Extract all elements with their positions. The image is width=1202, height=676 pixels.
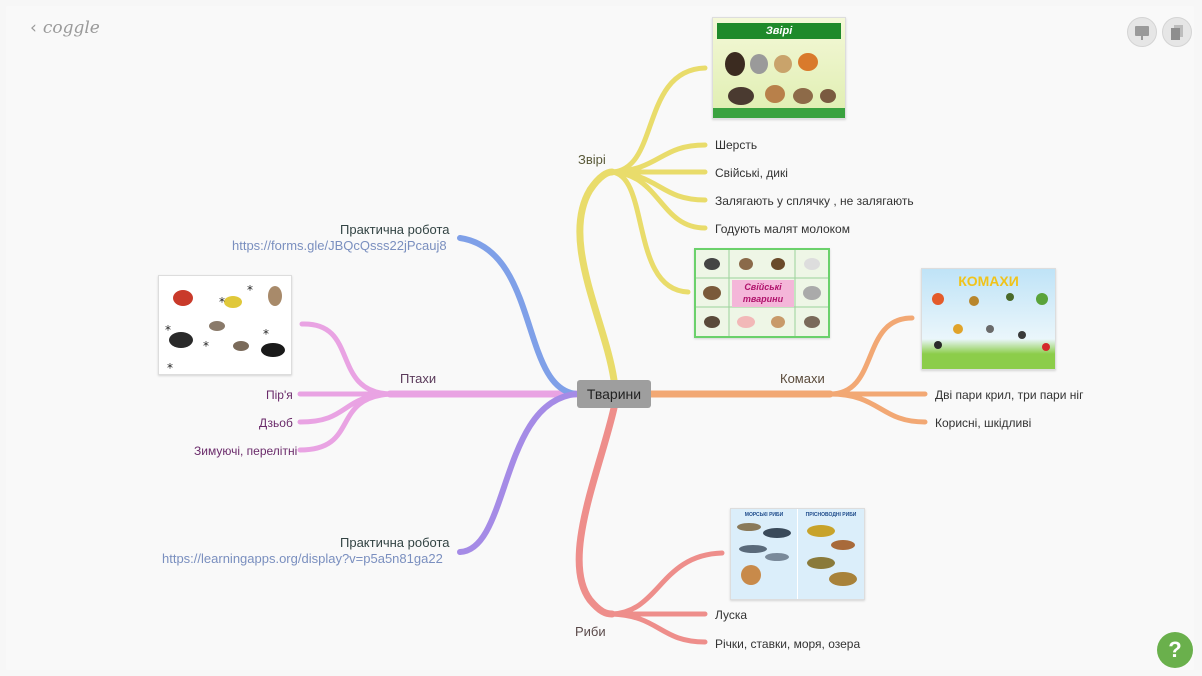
coggle-logo[interactable]: ‹coggle (30, 18, 100, 38)
svg-text:*: * (219, 295, 225, 309)
fish-image[interactable]: МОРСЬКІ РИБИ ПРІСНОВОДНІ РИБИ (730, 508, 865, 600)
practical2-title[interactable]: Практична робота (340, 535, 450, 550)
branch-ryby-lines (575, 404, 725, 645)
svg-text:*: * (247, 283, 253, 297)
zviri-item-2[interactable]: Свійські, дикі (715, 166, 788, 180)
ptakhy-item-1[interactable]: Пір'я (266, 388, 293, 402)
copy-icon (1171, 25, 1183, 40)
practical1-title[interactable]: Практична робота (340, 222, 450, 237)
copy-button[interactable] (1162, 17, 1192, 47)
svg-text:*: * (263, 327, 269, 341)
branch-practical1-line (457, 235, 580, 397)
branch-zviri-lines (576, 65, 708, 384)
freshwater-fish-title: ПРІСНОВОДНІ РИБИ (805, 512, 857, 518)
zviri-item-4[interactable]: Годують малят молоком (715, 222, 850, 236)
zviri-item-3[interactable]: Залягають у сплячку , не залягають (715, 194, 914, 208)
help-button[interactable]: ? (1157, 632, 1193, 668)
ryby-item-1[interactable]: Луска (715, 608, 748, 622)
svg-text:*: * (203, 339, 209, 353)
komakhy-item-1[interactable]: Дві пари крил, три пари ніг (935, 388, 1084, 402)
presentation-button[interactable] (1127, 17, 1157, 47)
branch-ptakhy-lines (297, 321, 581, 453)
domestic-animals-icon (696, 250, 828, 336)
central-node[interactable]: Тварини (577, 380, 651, 408)
presentation-icon (1135, 26, 1149, 40)
ptakhy-item-2[interactable]: Дзьоб (259, 416, 293, 430)
insects-icon (932, 293, 1050, 351)
insects-image-title: КОМАХИ (958, 273, 1019, 289)
ptakhy-item-3[interactable]: Зимуючі, перелітні (194, 444, 298, 458)
branch-komakhy-lines (647, 315, 928, 425)
fish-icon (737, 523, 857, 586)
practical1-link[interactable]: https://forms.gle/JBQcQsss22jPcauj8 (232, 238, 447, 253)
komakhy-item-2[interactable]: Корисні, шкідливі (935, 416, 1032, 430)
branch-ryby-label[interactable]: Риби (575, 624, 606, 639)
branch-ptakhy-label[interactable]: Птахи (400, 371, 437, 386)
svg-text:*: * (167, 361, 173, 374)
sea-fish-title: МОРСЬКІ РИБИ (744, 512, 784, 518)
branch-komakhy-label[interactable]: Комахи (780, 371, 825, 386)
logo-text: coggle (42, 18, 100, 38)
branch-zviri-label[interactable]: Звірі (578, 152, 606, 167)
svg-text:*: * (165, 323, 171, 337)
domestic-image-title: Свійські тварини (732, 280, 794, 307)
back-chevron-icon[interactable]: ‹ (30, 18, 37, 38)
branch-practical2-line (457, 391, 580, 555)
ryby-item-2[interactable]: Річки, ставки, моря, озера (715, 637, 861, 651)
practical2-link[interactable]: https://learningapps.org/display?v=p5a5n… (162, 551, 443, 566)
zviri-image-title: Звірі (717, 23, 841, 39)
birds-icon: * * * * * * (159, 276, 291, 374)
birds-image[interactable]: * * * * * * (158, 275, 292, 375)
zviri-item-1[interactable]: Шерсть (715, 138, 758, 152)
insects-image[interactable]: КОМАХИ (921, 268, 1056, 370)
zviri-image[interactable]: Звірі (712, 17, 846, 119)
wild-animals-icon (713, 52, 845, 118)
domestic-animals-image[interactable]: Свійські тварини (694, 248, 830, 338)
